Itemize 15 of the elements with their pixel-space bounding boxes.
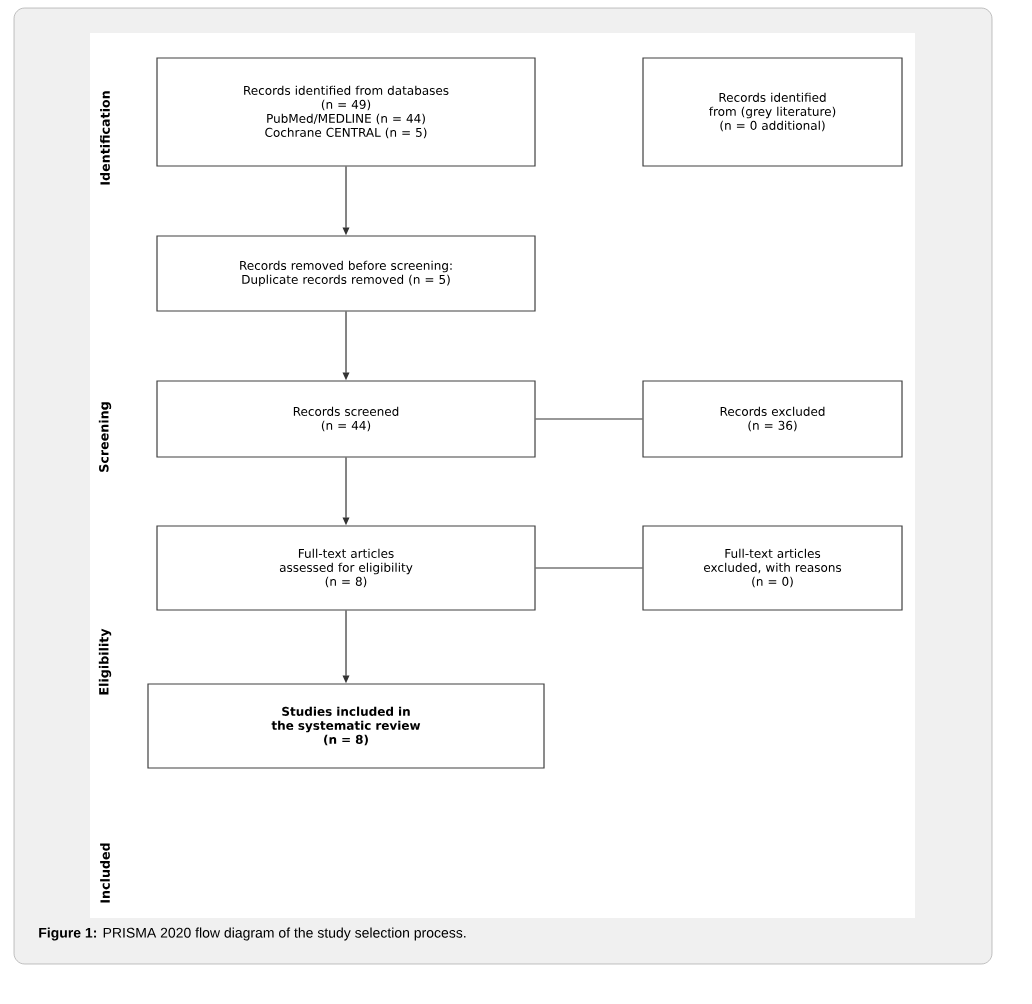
connector-line [535,418,643,420]
phase-label: Screening [98,402,112,472]
process-box: Studies included in the systematic review (n = 8) [147,683,545,769]
process-box: Full-text articles excluded, with reasons (n = 0) [642,525,903,611]
phase-label: Included [100,843,110,903]
process-box: Records identified from databases (n = 49) PubMed/MEDLINE (n = 44) Cochrane CENTRAL (n = 5) [156,57,536,167]
phase-label: Eligibility [98,628,112,695]
process-box: Full-text articles assessed for eligibility (n = 8) [156,525,536,611]
connector-line [535,567,643,569]
phase-label: Identification [100,91,110,185]
process-box: Records removed before screening: Duplicate records removed (n = 5) [156,235,536,312]
process-box: Records excluded (n = 36) [642,380,903,458]
process-box: Records identified from (grey literature) (n = 0 additional) [642,57,903,167]
figure-caption: Figure 1: PRISMA 2020 flow diagram of the study selection process. [39,927,466,941]
process-box: Records screened (n = 44) [156,380,536,458]
